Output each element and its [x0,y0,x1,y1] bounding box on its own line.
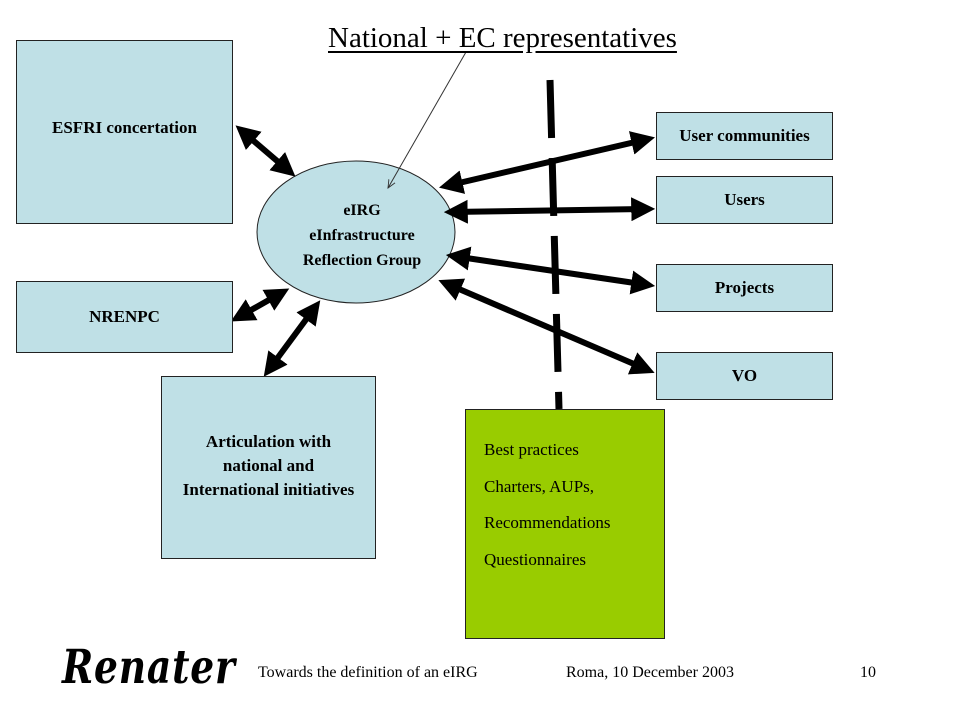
articulation-label-line: Articulation with [205,431,332,451]
eirg-ellipse [256,160,456,304]
esfri-label: ESFRI concertation [52,118,197,137]
arrow-vo [438,278,655,375]
esfri-box: ESFRI concertation [16,40,233,224]
projects-label: Projects [714,278,775,297]
articulation-box: Articulation with national and Internati… [161,376,376,559]
vo-label: VO [731,366,758,385]
renater-logo: Renater [62,640,236,695]
articulation-label-line: national and [222,455,315,475]
arrow-projects [445,246,656,295]
arrow-esfri [235,125,296,177]
eirg-label-line: eIRG [343,202,381,219]
users-label: Users [724,190,765,209]
outputs-item: Best practices [484,440,579,459]
footer-date: Roma, 10 December 2003 [566,664,734,681]
outputs-item: Recommendations [484,513,611,532]
articulation-label-line: International initiatives [182,479,355,499]
vo-box: VO [656,352,833,400]
nrenpc-label: NRENPC [89,307,160,326]
eirg-label-line: Reflection Group [302,252,422,269]
nrenpc-box: NRENPC [16,281,233,353]
eirg-label-line: eInfrastructure [309,227,415,244]
projects-box: Projects [656,264,833,312]
user-communities-box: User communities [656,112,833,160]
diagram-title: National + EC representatives [328,22,677,54]
arrow-articulation [263,300,321,377]
user-communities-label: User communities [679,126,810,145]
arrow-user-communities [438,131,656,194]
arrow-users [443,197,656,224]
outputs-item: Charters, AUPs, [484,476,595,496]
footer-title: Towards the definition of an eIRG [258,664,478,681]
outputs-box: Best practices Charters, AUPs, Recommend… [465,409,665,639]
users-box: Users [656,176,833,224]
outputs-item: Questionnaires [484,549,586,569]
page-number: 10 [860,664,876,681]
arrow-nrenpc [230,288,290,322]
dashed-divider [546,79,563,410]
eirg-label: eIRG eInfrastructure Reflection Group [262,198,462,273]
articulation-label: Articulation with national and Internati… [183,430,354,502]
title-pointer-arrow [388,51,467,188]
